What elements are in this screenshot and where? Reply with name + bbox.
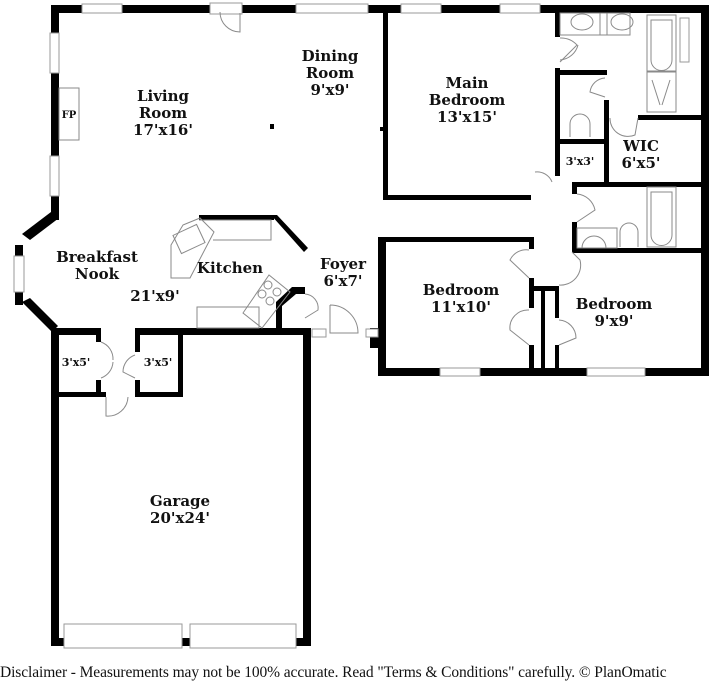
- room-name: Kitchen: [196, 259, 264, 277]
- room-size: 21'x9': [130, 287, 180, 305]
- fireplace-text: FP: [61, 110, 77, 121]
- room-size: 6'x7': [323, 272, 363, 290]
- room-size: 13'x15': [437, 108, 497, 126]
- room-label-foyer: Foyer 6'x7': [320, 256, 366, 290]
- room-label-breakfast-nook: Breakfast Nook: [56, 249, 138, 283]
- room-name: Main: [445, 74, 489, 92]
- room-name: Foyer: [320, 255, 366, 273]
- room-name: Living: [136, 87, 190, 105]
- room-size: 3'x5': [61, 356, 91, 369]
- room-label-main-bedroom: Main Bedroom 13'x15': [429, 75, 506, 126]
- room-size: 9'x9': [310, 81, 350, 99]
- room-name: Bedroom: [428, 91, 506, 109]
- room-label-kitchen: Kitchen: [197, 260, 263, 277]
- room-label-dining-room: Dining Room 9'x9': [302, 48, 359, 99]
- room-label-garage: Garage 20'x24': [150, 493, 210, 527]
- room-label-closet-3x3: 3'x3': [566, 156, 595, 168]
- room-name: Breakfast: [56, 248, 138, 266]
- room-name: Dining: [301, 47, 359, 65]
- room-size: 17'x16': [133, 121, 193, 139]
- room-label-closet-right: 3'x5': [144, 357, 173, 369]
- room-size: 3'x3': [565, 155, 595, 168]
- room-label-breakfast-nook-size: 21'x9': [130, 288, 179, 305]
- fireplace-label: FP: [62, 107, 77, 124]
- disclaimer-text: Disclaimer - Measurements may not be 100…: [0, 664, 667, 681]
- room-label-closet-left: 3'x5': [62, 357, 91, 369]
- room-name: Nook: [74, 265, 120, 283]
- room-label-bedroom-3: Bedroom 9'x9': [576, 296, 653, 330]
- room-size: 11'x10': [431, 298, 491, 316]
- room-name: Room: [305, 64, 355, 82]
- room-size: 6'x5': [621, 154, 661, 172]
- room-label-bedroom-2: Bedroom 11'x10': [423, 282, 500, 316]
- room-name: WIC: [623, 137, 659, 155]
- room-size: 20'x24': [150, 509, 210, 527]
- room-label-wic: WIC 6'x5': [621, 138, 660, 172]
- room-name: Garage: [149, 492, 211, 510]
- room-name: Room: [138, 104, 188, 122]
- room-name: Bedroom: [422, 281, 500, 299]
- room-size: 3'x5': [143, 356, 173, 369]
- room-label-living-room: Living Room 17'x16': [133, 88, 193, 139]
- room-size: 9'x9': [594, 312, 634, 330]
- room-name: Bedroom: [575, 295, 653, 313]
